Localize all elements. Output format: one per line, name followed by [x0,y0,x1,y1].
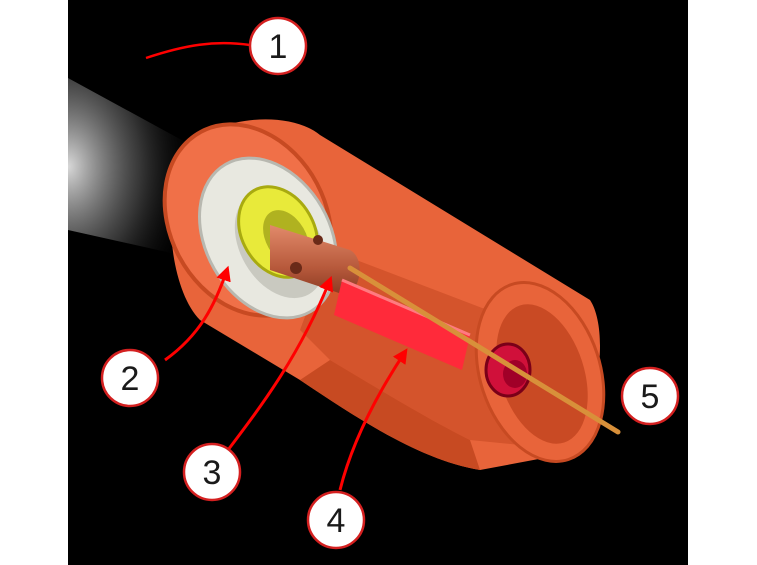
callout-5: 5 [620,366,680,426]
callout-4: 4 [306,490,366,550]
leader-2 [164,265,231,362]
copper-shaft [270,225,360,295]
callout-3: 3 [182,442,242,502]
leader-4 [338,348,408,491]
leader-1 [145,41,251,60]
callout-2: 2 [100,348,160,408]
callout-5-label: 5 [641,378,660,416]
callout-1-label: 1 [269,28,288,66]
callout-4-label: 4 [327,502,346,540]
copper-wire [347,265,621,435]
callout-2-label: 2 [121,360,140,398]
callout-1: 1 [248,16,308,76]
callout-3-label: 3 [203,454,222,492]
red-knob [484,342,532,398]
leader-3 [226,275,334,451]
